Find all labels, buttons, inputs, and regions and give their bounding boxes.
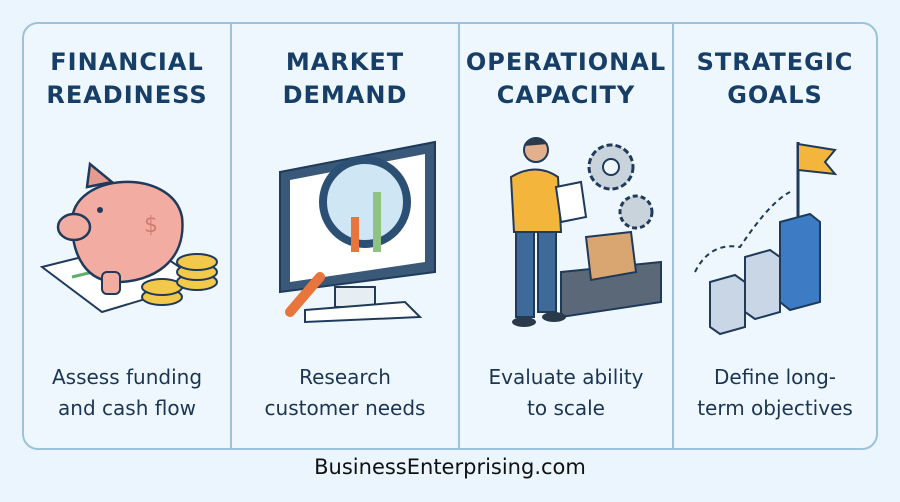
title-line: READINESS [46, 81, 208, 109]
column-title: MARKET DEMAND [232, 46, 458, 112]
caption-line: customer needs [264, 396, 426, 420]
column-caption: Define long-term objectives [674, 362, 876, 424]
worker-gears-icon [460, 132, 672, 342]
title-line: DEMAND [282, 81, 408, 109]
caption-line: to scale [527, 396, 605, 420]
caption-line: Define long- [713, 365, 837, 389]
caption-line: Research [299, 365, 391, 389]
column-market-demand: MARKET DEMAND Research customer needs [232, 24, 460, 448]
column-strategic-goals: STRATEGIC GOALS Define long-term objectiv… [674, 24, 876, 448]
column-title: OPERATIONAL CAPACITY [460, 46, 672, 112]
flag-steps-icon [674, 132, 876, 342]
piggy-bank-icon: $ [24, 132, 230, 342]
title-line: OPERATIONAL [465, 48, 667, 76]
caption-line: Assess funding [51, 365, 203, 389]
caption-line: and cash flow [58, 396, 196, 420]
column-caption: Research customer needs [232, 362, 458, 424]
title-line: STRATEGIC [696, 48, 854, 76]
title-line: CAPACITY [496, 81, 636, 109]
title-line: MARKET [285, 48, 405, 76]
column-operational-capacity: OPERATIONAL CAPACITY Evaluate ability to s… [460, 24, 674, 448]
caption-line: Evaluate ability [488, 365, 644, 389]
infographic-panel: FINANCIAL READINESS $ Assess funding and c… [22, 22, 878, 450]
column-financial-readiness: FINANCIAL READINESS $ Assess funding and c… [24, 24, 232, 448]
title-line: FINANCIAL [50, 48, 204, 76]
column-caption: Assess funding and cash flow [24, 362, 230, 424]
caption-line: term objectives [697, 396, 853, 420]
column-caption: Evaluate ability to scale [460, 362, 672, 424]
column-title: STRATEGIC GOALS [674, 46, 876, 112]
magnifier-chart-icon [232, 132, 458, 342]
svg-text:$: $ [144, 213, 158, 238]
footer-website: BusinessEnterprising.com [314, 455, 586, 479]
title-line: GOALS [727, 81, 823, 109]
column-title: FINANCIAL READINESS [24, 46, 230, 112]
